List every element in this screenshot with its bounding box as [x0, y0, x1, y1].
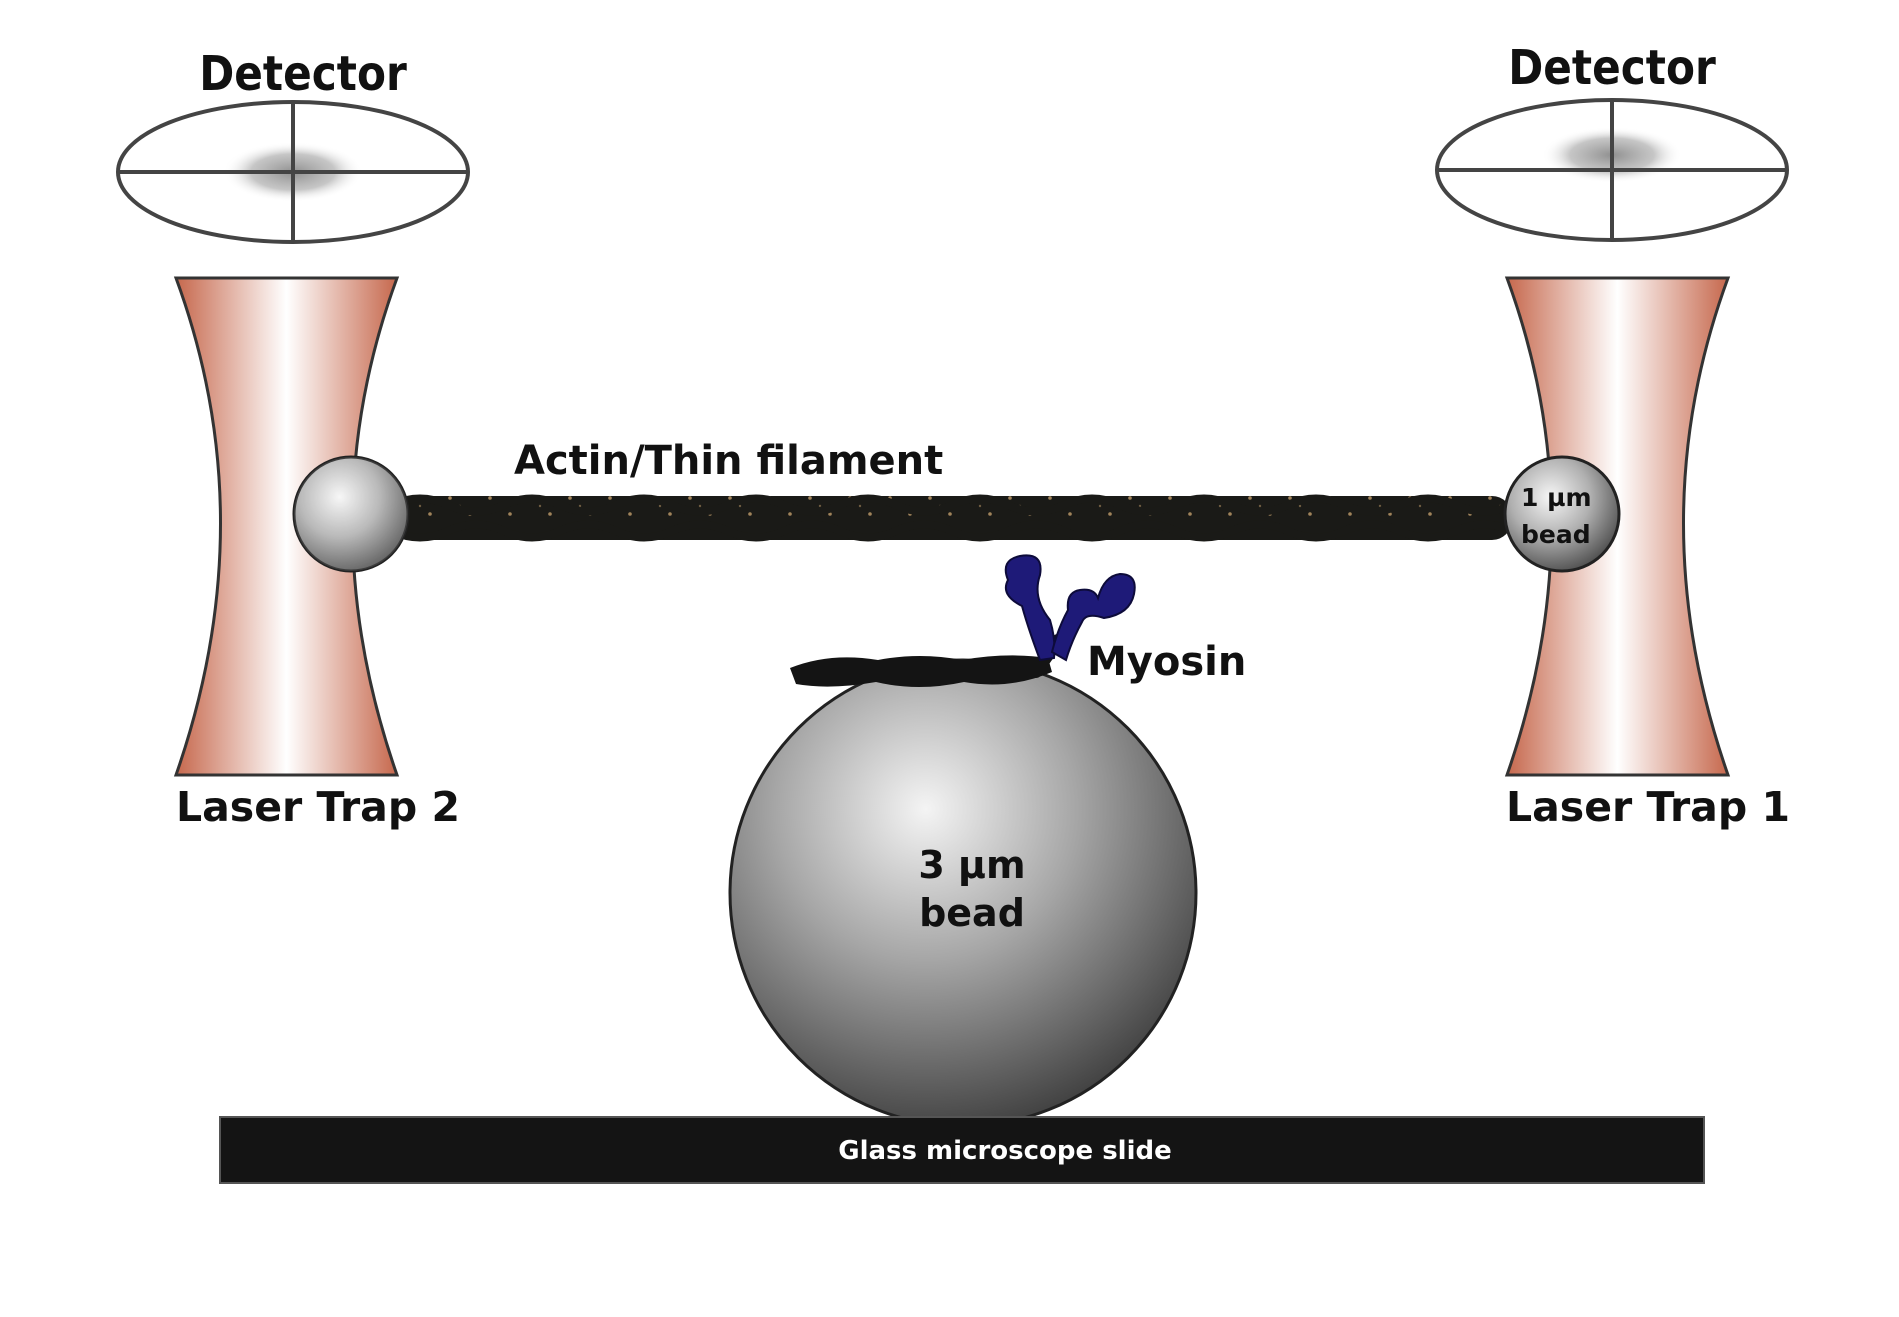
glass-slide-label: Glass microscope slide [838, 1136, 1172, 1166]
actin-filament [390, 494, 1514, 542]
detector-left-label: Detector [199, 45, 407, 101]
filament-label: Actin/Thin filament [514, 438, 943, 484]
small-bead-left [292, 455, 410, 573]
myosin-tail [790, 634, 1064, 687]
large-bead-label-line2: bead [919, 891, 1025, 935]
glass-slide [219, 1116, 1705, 1184]
laser-trap-right-label: Laser Trap 1 [1506, 783, 1790, 831]
laser-trap-left-label: Laser Trap 2 [176, 783, 460, 831]
small-bead-label-line1: 1 µm [1521, 483, 1592, 512]
large-bead-label-line1: 3 µm [918, 843, 1025, 887]
detector-left [116, 100, 470, 244]
small-bead-label-line2: bead [1521, 520, 1591, 549]
myosin-heads [1004, 554, 1136, 662]
laser-trap-left [173, 276, 400, 777]
detector-right-label: Detector [1508, 39, 1716, 95]
detector-right [1435, 98, 1789, 242]
small-bead-right [1503, 455, 1621, 573]
myosin-label: Myosin [1087, 639, 1246, 685]
